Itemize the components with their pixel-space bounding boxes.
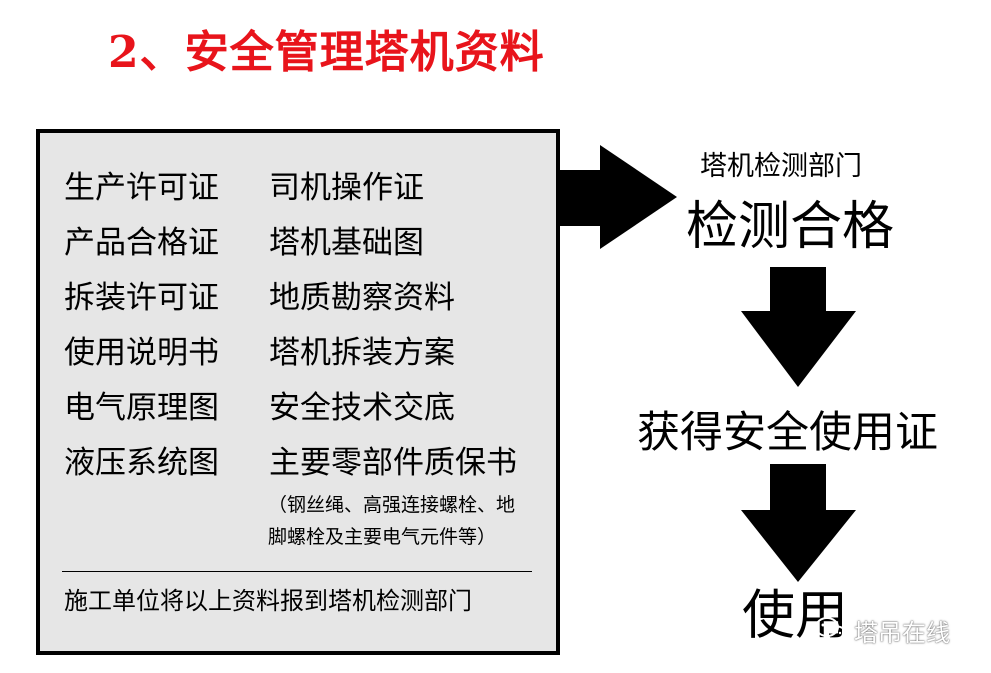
safety-certificate: 获得安全使用证 — [637, 408, 938, 458]
down-arrow-1 — [741, 267, 856, 387]
warranty-note: （钢丝绳、高强连接螺栓、地 脚螺栓及主要电气元件等） — [268, 489, 515, 553]
document-item: 拆装许可证 — [64, 280, 219, 316]
inspection-passed: 检测合格 — [686, 197, 895, 257]
document-item: 司机操作证 — [269, 170, 424, 206]
inspection-department: 塔机检测部门 — [700, 151, 862, 182]
warranty-note-line: 脚螺栓及主要电气元件等） — [268, 526, 497, 548]
documents-left-column: 生产许可证 产品合格证 拆装许可证 使用说明书 电气原理图 液压系统图 — [64, 161, 219, 491]
documents-box: 生产许可证 产品合格证 拆装许可证 使用说明书 电气原理图 液压系统图 司机操作… — [36, 129, 560, 655]
document-item: 塔机拆装方案 — [269, 335, 455, 371]
divider-line — [62, 571, 532, 572]
document-item: 地质勘察资料 — [269, 280, 455, 316]
document-item: 安全技术交底 — [269, 390, 455, 426]
document-item: 生产许可证 — [64, 170, 219, 206]
document-item: 塔机基础图 — [269, 225, 424, 261]
watermark-text: 塔吊在线 — [854, 618, 950, 647]
submit-instruction: 施工单位将以上资料报到塔机检测部门 — [64, 587, 472, 615]
watermark: 塔吊在线 — [814, 612, 950, 648]
document-item: 电气原理图 — [64, 390, 219, 426]
documents-right-column: 司机操作证 塔机基础图 地质勘察资料 塔机拆装方案 安全技术交底 主要零部件质保… — [269, 161, 517, 491]
document-item: 产品合格证 — [64, 225, 219, 261]
slide-title: 2、安全管理塔机资料 — [108, 27, 545, 78]
document-item: 使用说明书 — [64, 335, 219, 371]
wechat-icon — [815, 617, 847, 643]
warranty-note-line: （钢丝绳、高强连接螺栓、地 — [268, 494, 516, 516]
document-item: 主要零部件质保书 — [269, 445, 517, 481]
document-item: 液压系统图 — [64, 445, 219, 481]
right-arrow — [556, 145, 677, 249]
down-arrow-2 — [741, 464, 856, 582]
